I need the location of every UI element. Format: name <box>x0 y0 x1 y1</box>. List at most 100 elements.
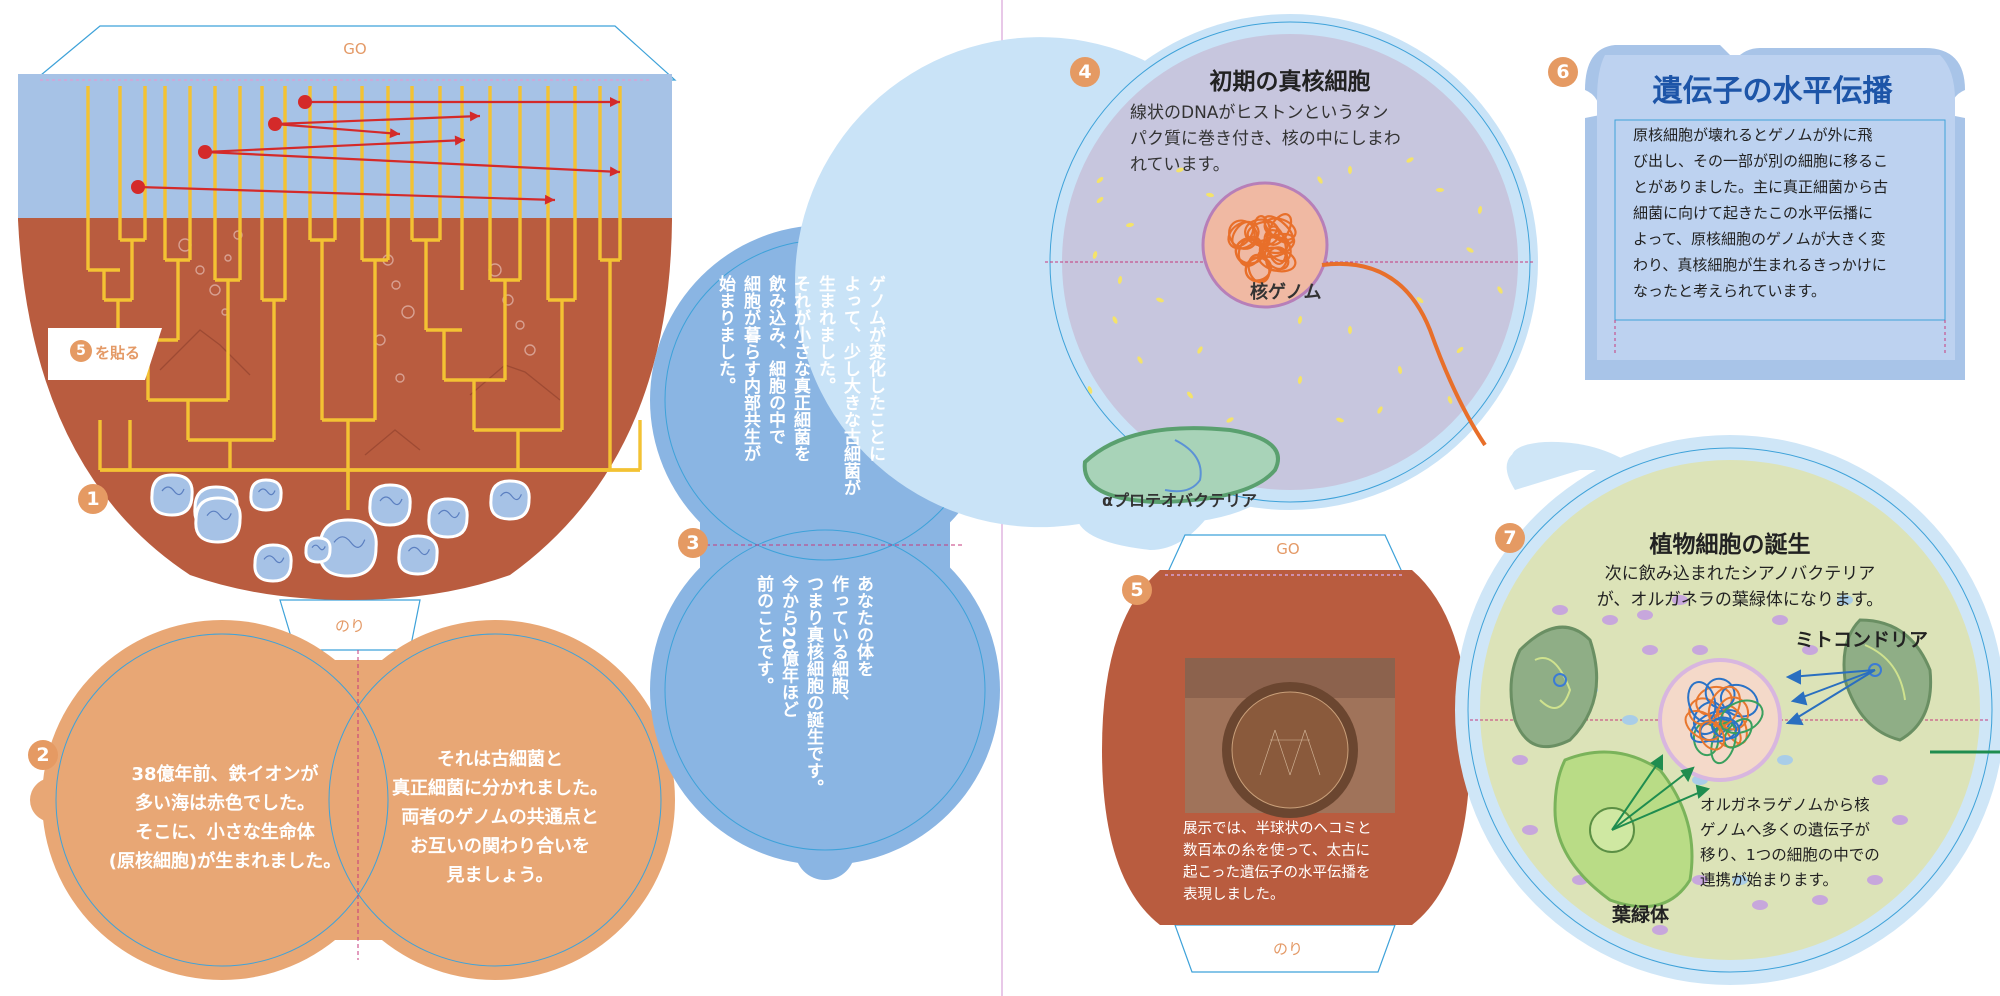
dna-loop <box>1707 685 1741 728</box>
organelle-dot <box>1837 595 1853 605</box>
panel3-bottom-line: 今から20億年ほど <box>778 575 798 718</box>
cytoplasm-dot <box>1416 297 1424 303</box>
bubble <box>524 344 536 356</box>
cell-dna <box>311 544 326 551</box>
prokaryote-cell <box>249 478 283 512</box>
badge-6: 6 <box>1548 57 1578 87</box>
gene-transfer-arrows <box>131 95 621 205</box>
panel4-body-line: 線状のDNAがヒストンというタン <box>1130 103 1389 123</box>
dna-loop <box>1227 220 1260 250</box>
panel3-circles <box>650 225 1000 880</box>
panel2-right-text: それは古細菌と 真正細菌に分かれました。 両者のゲノムの共通点と お互いの関わり… <box>370 745 630 890</box>
cytoplasm-dot <box>1096 197 1104 203</box>
organelle-dot <box>1637 610 1653 620</box>
prokaryote-cell <box>304 536 332 564</box>
panel7-cell <box>1455 435 2000 985</box>
organelle-dot <box>1892 815 1908 825</box>
organelle-dot <box>1692 875 1708 885</box>
panel7-title: 植物細胞の誕生 <box>1649 532 1811 558</box>
transfer-origin-dot <box>298 95 312 109</box>
cell-dna <box>206 510 232 521</box>
cytoplasm-dot <box>1176 167 1184 173</box>
organelle-dot <box>1642 645 1658 655</box>
mitochondria-shapes <box>1509 618 1933 749</box>
cell-dna <box>333 536 366 548</box>
cytoplasm-dot <box>1112 316 1118 324</box>
transfer-arrow-head <box>609 166 620 177</box>
dna-loop <box>1257 246 1297 273</box>
panel7-body-line: オルガネラゲノムから核 <box>1700 796 1870 814</box>
transfer-arrow <box>274 114 481 126</box>
badge-5: 5 <box>1122 575 1152 605</box>
organelle-dot <box>1602 615 1618 625</box>
cytoplasm-dot <box>1477 206 1483 214</box>
panel6-body-line: 細菌に向けて起きたこの水平伝播に <box>1633 204 1874 222</box>
dna-coil <box>1227 213 1297 284</box>
cytoplasm-dot <box>1126 222 1134 228</box>
cytoplasm-dot <box>1348 166 1352 174</box>
cell-dna <box>379 496 403 506</box>
panel4-body: 線状のDNAがヒストンというタン パク質に巻き付き、核の中にしまわ れています。 <box>1130 100 1470 178</box>
organelle-dots <box>1512 595 1908 935</box>
transfer-arrow-head <box>544 194 555 205</box>
panel4-title: 初期の真核細胞 <box>1209 69 1371 95</box>
panel2-right-line: お互いの関わり合いを <box>410 836 590 857</box>
panel2-left-line: そこに、小さな生命体 <box>135 822 315 843</box>
cell-dna <box>500 491 522 501</box>
paste-number-badge: 5 <box>70 340 92 362</box>
mitochondria-label: ミトコンドリア <box>1795 629 1929 651</box>
panel7-subtitle-line: 次に飲み込まれたシアノバクテリア <box>1604 564 1876 584</box>
organelle-dot <box>1652 925 1668 935</box>
panel3-top-line: 飲み込み、細胞の中で <box>765 275 785 445</box>
badge-1: 1 <box>78 484 108 514</box>
prokaryote-cell <box>368 483 412 527</box>
cytoplasm-dot <box>1317 176 1323 184</box>
tree-bowl-panel <box>18 25 677 651</box>
cell-dna <box>408 546 430 556</box>
prokaryote-cell <box>194 496 242 544</box>
organelle-dot <box>1752 900 1768 910</box>
badge-2: 2 <box>28 740 58 770</box>
bacteria-label: αプロテオバクテリア <box>1102 491 1257 510</box>
panel5-card <box>1102 534 1470 973</box>
phylogenetic-tree <box>86 86 642 510</box>
transfer-arrow <box>274 122 401 136</box>
panel3-top-text: ゲノムが変化したことに よって、少し大きな古細菌が 生まれました。 それが小さな… <box>712 275 887 525</box>
panel5-tab-top-label: GO <box>1276 540 1300 558</box>
panel2-right-line: 真正細菌に分かれました。 <box>392 778 608 799</box>
panel2-right-line: それは古細菌と <box>437 749 563 770</box>
bubble <box>502 294 514 306</box>
panel4-cell <box>795 14 1538 550</box>
transfer-arrow-head <box>610 97 620 107</box>
panel3-top-line: 生まれました。 <box>815 275 835 394</box>
bubble <box>395 373 405 383</box>
dna-loop <box>1717 696 1750 731</box>
mito-arrows <box>1785 669 1876 726</box>
panel3-bottom-text: あなたの体を 作っている細胞、 つまり真核細胞の誕生です。 今から20億年ほど … <box>750 575 875 825</box>
organelle-dna <box>1684 677 1764 765</box>
panel3-top-line: ゲノムが変化したことに <box>865 275 885 462</box>
transfer-arrow <box>204 138 466 154</box>
dna-loop <box>1719 683 1759 718</box>
organelle-dot <box>1522 825 1538 835</box>
prokaryote-cell <box>253 543 293 583</box>
panel6-body-line: なったと考えられています。 <box>1633 282 1827 300</box>
panel2-left-line: 多い海は赤色でした。 <box>135 793 315 814</box>
cytoplasm-dot <box>1348 326 1352 334</box>
bubble <box>391 280 401 290</box>
transfer-arrow-head <box>389 128 400 139</box>
cytoplasm-dot <box>1297 376 1303 384</box>
cytoplasm-dot <box>1466 247 1474 253</box>
transfer-arrow-head <box>454 135 465 146</box>
dna-strand <box>1321 261 1487 447</box>
panel2-right-line: 見ましょう。 <box>446 865 554 886</box>
transfer-origin-dot <box>198 145 212 159</box>
panel5-caption-line: 起こった遺伝子の水平伝播を <box>1183 865 1371 881</box>
panel6-card <box>1585 45 1965 380</box>
cytoplasm-dot <box>1092 251 1098 259</box>
organelle-dot <box>1772 615 1788 625</box>
panel7-body-line: 連携が始まります。 <box>1700 871 1838 889</box>
panel3-top-line: それが小さな真正細菌を <box>790 275 810 462</box>
cytoplasm-dot <box>1377 406 1383 414</box>
bubble <box>233 230 243 240</box>
